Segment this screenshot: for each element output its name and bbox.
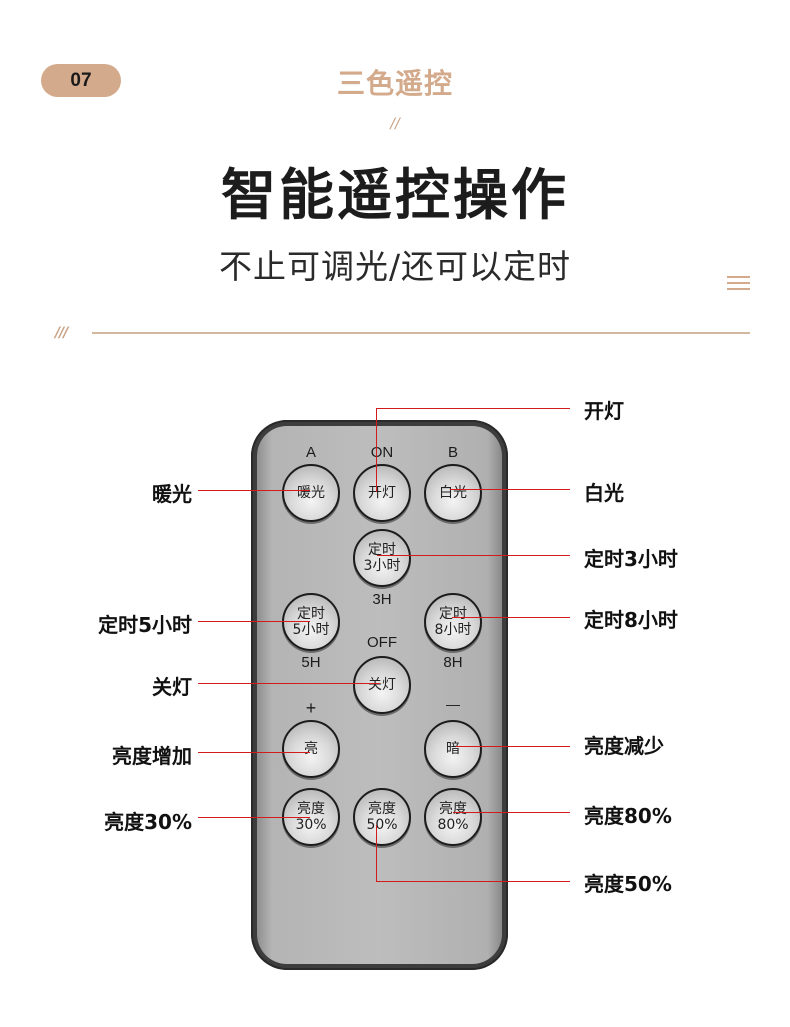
key-label-on: ON [370,444,394,461]
callout-line-b50-vertical [376,825,377,882]
key-label-plus: + [305,698,317,718]
callout-warm: 暖光 [152,482,192,506]
button-text: 亮度 [368,801,396,817]
callout-line-timer3 [377,555,570,556]
button-text: 白光 [439,485,467,501]
horizontal-divider [92,332,750,334]
power-on-button[interactable]: 开灯 [353,464,411,522]
section-number-badge: 07 [41,64,121,97]
brightness-down-button[interactable]: 暗 [424,720,482,778]
callout-line-on-vertical [376,408,377,492]
page-tagline: 不止可调光/还可以定时 [218,247,572,286]
key-label-b: B [447,444,458,461]
callout-line-timer8 [452,617,570,618]
button-text: 暗 [446,741,460,757]
warm-light-button[interactable]: 暖光 [282,464,340,522]
power-off-button[interactable]: 关灯 [353,656,411,714]
key-label-8h: 8H [443,654,463,671]
callout-brighter: 亮度增加 [112,744,192,768]
button-text: 3小时 [363,558,401,574]
button-text: 暖光 [297,485,325,501]
callout-timer3: 定时3小时 [584,547,678,571]
callout-b30: 亮度30% [104,810,192,834]
callout-line-b80 [453,812,570,813]
brightness-up-button[interactable]: 亮 [282,720,340,778]
callout-line-timer5 [198,621,310,622]
callout-timer5: 定时5小时 [98,613,192,637]
button-text: 定时 [296,606,325,622]
button-text: 30% [295,817,327,833]
key-label-off: OFF [367,634,397,651]
slash-divider: // [390,116,400,132]
button-text: 50% [366,817,398,833]
button-text: 80% [437,817,469,833]
callout-dimmer: 亮度减少 [584,734,664,758]
key-label-5h: 5H [301,654,321,671]
button-text: 定时 [438,606,467,622]
callout-b80: 亮度80% [584,804,672,828]
button-text: 8小时 [434,622,472,638]
white-light-button[interactable]: 白光 [424,464,482,522]
callout-line-dimmer [456,746,570,747]
key-label-a: A [305,444,316,461]
page-title: 智能遥控操作 [220,163,569,227]
menu-lines-icon [727,276,750,291]
callout-line-brighter [198,752,310,753]
callout-line-b50 [376,881,570,882]
callout-line-on [376,408,570,409]
callout-timer8: 定时8小时 [584,608,678,632]
callout-off: 关灯 [152,675,192,699]
button-text: 关灯 [368,677,396,693]
callout-on: 开灯 [584,399,624,423]
button-text: 5小时 [292,622,330,638]
button-text: 亮度 [439,801,467,817]
callout-line-warm [198,490,310,491]
hatch-mark-icon: /// [55,325,68,341]
key-label-3h: 3H [372,591,392,608]
callout-line-white [450,489,570,490]
button-text: 定时 [367,542,396,558]
key-label-minus: — [446,696,460,712]
button-text: 开灯 [368,485,396,501]
callout-line-b30 [198,817,310,818]
callout-white: 白光 [584,481,624,505]
callout-b50: 亮度50% [584,872,672,896]
button-text: 亮 [304,741,318,757]
callout-line-off [198,683,380,684]
section-subtitle: 三色遥控 [336,67,453,100]
button-text: 亮度 [297,801,325,817]
